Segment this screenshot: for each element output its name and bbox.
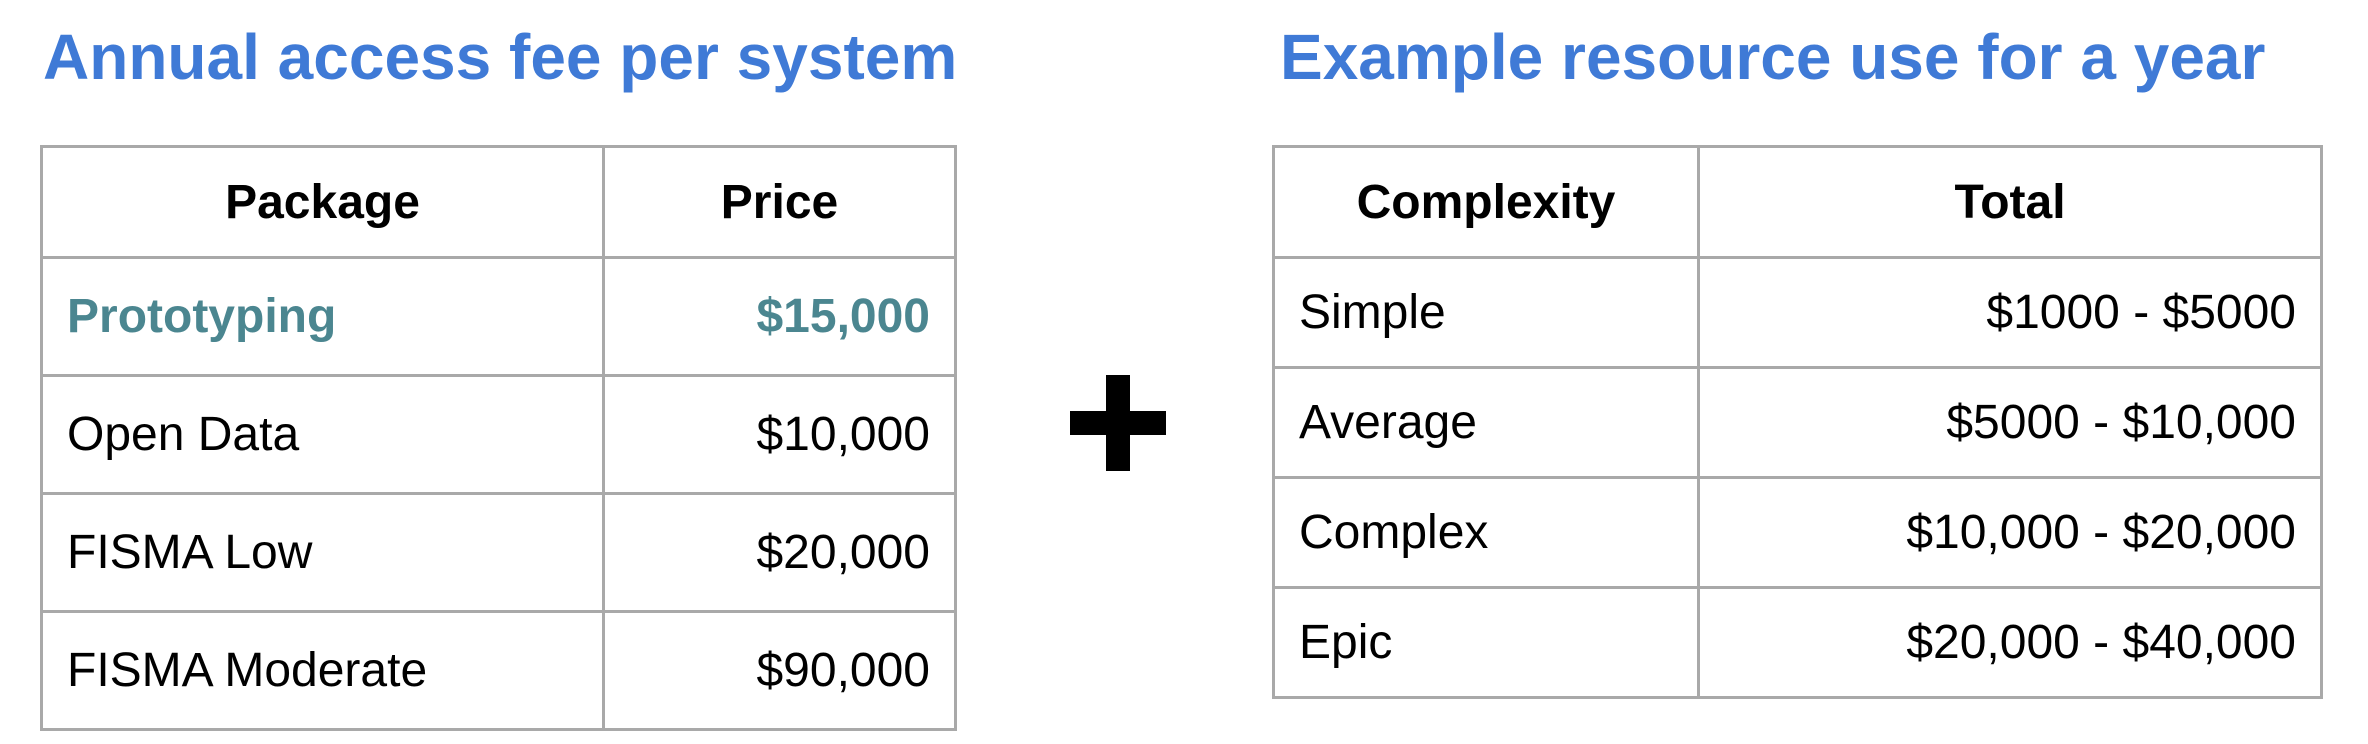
column-header-package: Package bbox=[40, 145, 605, 259]
complexity-level: Complex bbox=[1272, 476, 1700, 589]
left-section-title: Annual access fee per system bbox=[43, 21, 958, 93]
complexity-total: $5000 - $10,000 bbox=[1697, 366, 2323, 479]
package-price: $20,000 bbox=[602, 492, 957, 613]
table-row: Simple $1000 - $5000 bbox=[1272, 256, 2323, 369]
table-row: Complex $10,000 - $20,000 bbox=[1272, 476, 2323, 589]
access-fee-table: Package Price Prototyping $15,000 Open D… bbox=[40, 145, 957, 731]
column-header-complexity: Complexity bbox=[1272, 145, 1700, 259]
complexity-total: $10,000 - $20,000 bbox=[1697, 476, 2323, 589]
complexity-total: $1000 - $5000 bbox=[1697, 256, 2323, 369]
complexity-level: Epic bbox=[1272, 586, 1700, 699]
table-row: Average $5000 - $10,000 bbox=[1272, 366, 2323, 479]
table-row: FISMA Low $20,000 bbox=[40, 492, 957, 613]
table-header-row: Package Price bbox=[40, 145, 957, 259]
package-price: $15,000 bbox=[602, 256, 957, 377]
table-row: Epic $20,000 - $40,000 bbox=[1272, 586, 2323, 699]
package-name: Prototyping bbox=[40, 256, 605, 377]
column-header-price: Price bbox=[602, 145, 957, 259]
plus-icon-vertical-bar bbox=[1106, 375, 1130, 471]
table-header-row: Complexity Total bbox=[1272, 145, 2323, 259]
plus-icon bbox=[1070, 375, 1166, 471]
resource-use-table: Complexity Total Simple $1000 - $5000 Av… bbox=[1272, 145, 2323, 699]
column-header-total: Total bbox=[1697, 145, 2323, 259]
package-name: FISMA Low bbox=[40, 492, 605, 613]
package-name: Open Data bbox=[40, 374, 605, 495]
table-row: FISMA Moderate $90,000 bbox=[40, 610, 957, 731]
complexity-level: Average bbox=[1272, 366, 1700, 479]
table-row: Prototyping $15,000 bbox=[40, 256, 957, 377]
complexity-level: Simple bbox=[1272, 256, 1700, 369]
complexity-total: $20,000 - $40,000 bbox=[1697, 586, 2323, 699]
package-name: FISMA Moderate bbox=[40, 610, 605, 731]
package-price: $10,000 bbox=[602, 374, 957, 495]
table-row: Open Data $10,000 bbox=[40, 374, 957, 495]
package-price: $90,000 bbox=[602, 610, 957, 731]
right-section-title: Example resource use for a year bbox=[1280, 21, 2266, 93]
